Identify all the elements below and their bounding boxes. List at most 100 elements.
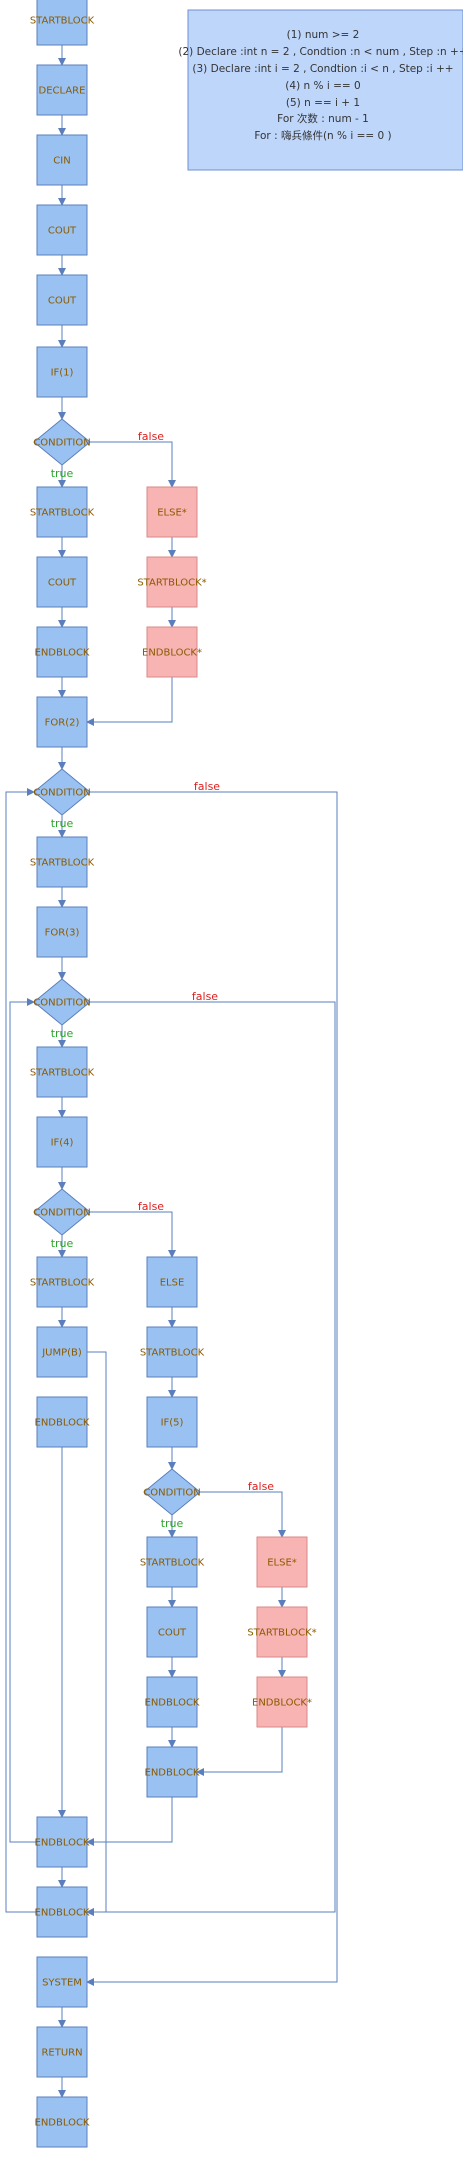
node-label: CONDITION [33, 998, 90, 1009]
flow-edge [90, 441, 176, 488]
false-branch-label: false [194, 780, 220, 793]
node-label: STARTBLOCK* [137, 578, 206, 589]
block-node-error [146, 486, 198, 538]
flow-edge [5, 788, 37, 1913]
info-line: (1) num >= 2 [287, 29, 360, 41]
node-label: STARTBLOCK [140, 1348, 205, 1359]
node-label: STARTBLOCK [140, 1558, 205, 1569]
edge-labels: false true false true false true false true fals… [51, 430, 275, 1530]
node-label: FOR(3) [45, 928, 80, 939]
block-node [146, 1606, 198, 1658]
block-node [36, 2096, 88, 2148]
block-node [36, 204, 88, 256]
flow-edge [86, 677, 173, 726]
info-line: (4) n % i == 0 [285, 80, 360, 92]
block-node [36, 134, 88, 186]
false-branch-label: false [138, 1200, 164, 1213]
block-node [36, 1816, 88, 1868]
true-branch-label: true [161, 1517, 184, 1530]
node-label: CIN [53, 156, 70, 167]
node-label: COUT [48, 578, 77, 589]
condition-node [33, 978, 91, 1026]
node-label: CONDITION [33, 1208, 90, 1219]
true-branch-label: true [51, 1027, 74, 1040]
node-label: IF(1) [51, 368, 74, 379]
node-label: ENDBLOCK* [142, 648, 202, 659]
node-label: IF(4) [51, 1138, 74, 1149]
nodes: STARTBLOCK DECLARE CIN COUT COUT IF(1) CONDITI… [30, 0, 317, 2148]
node-label: ENDBLOCK [35, 2118, 90, 2129]
node-label: STARTBLOCK [30, 1278, 95, 1289]
block-node [146, 1746, 198, 1798]
node-label: ENDBLOCK [35, 648, 90, 659]
node-label: CONDITION [33, 438, 90, 449]
node-label: CONDITION [33, 788, 90, 799]
node-label: STARTBLOCK [30, 16, 95, 27]
node-label: SYSTEM [42, 1978, 82, 1989]
false-branch-label: false [248, 1480, 274, 1493]
flow-edge [200, 1491, 286, 1538]
block-node [36, 2026, 88, 2078]
node-label: STARTBLOCK* [247, 1628, 316, 1639]
flow-edge [86, 1351, 107, 1916]
block-node [36, 1956, 88, 2008]
false-branch-label: false [192, 990, 218, 1003]
block-node-error [146, 556, 198, 608]
block-node [36, 0, 88, 46]
block-node [36, 274, 88, 326]
true-branch-label: true [51, 1237, 74, 1250]
node-label: DECLARE [39, 86, 86, 97]
node-label: JUMP(B) [41, 1348, 82, 1359]
block-node-error [256, 1676, 308, 1728]
block-node-error [256, 1536, 308, 1588]
block-node [146, 1396, 198, 1448]
flow-edge [86, 1797, 173, 1846]
flow-edge [90, 1211, 176, 1258]
condition-node [33, 1188, 91, 1236]
condition-node [143, 1468, 201, 1516]
true-branch-label: true [51, 467, 74, 480]
edges [5, 45, 338, 2098]
flow-edge [196, 1727, 283, 1776]
node-label: ENDBLOCK [35, 1838, 90, 1849]
node-label: STARTBLOCK [30, 1068, 95, 1079]
block-node [146, 1536, 198, 1588]
block-node [146, 1326, 198, 1378]
info-box: (1) num >= 2 (2) Declare :int n = 2 , Co… [178, 9, 463, 171]
node-label: ELSE [160, 1278, 185, 1289]
info-line: For : 嗨兵條件(n % i == 0 ) [254, 129, 391, 142]
block-node [36, 626, 88, 678]
node-label: STARTBLOCK [30, 508, 95, 519]
info-line: (3) Declare :int i = 2 , Condtion :i < n… [192, 63, 453, 75]
false-branch-label: false [138, 430, 164, 443]
condition-node [33, 768, 91, 816]
info-line: For 次数 : num - 1 [277, 112, 369, 125]
block-node [146, 1676, 198, 1728]
node-label: ENDBLOCK [145, 1698, 200, 1709]
block-node [36, 1256, 88, 1308]
block-node [36, 696, 88, 748]
block-node [146, 1256, 198, 1308]
block-node [36, 1116, 88, 1168]
flow-edge [9, 998, 37, 1843]
block-node [36, 64, 88, 116]
block-node [36, 486, 88, 538]
node-label: ENDBLOCK* [252, 1698, 312, 1709]
node-label: ENDBLOCK [35, 1418, 90, 1429]
flow-edge [86, 1001, 336, 1916]
node-label: RETURN [41, 2048, 82, 2059]
block-node [36, 836, 88, 888]
info-line: (5) n == i + 1 [286, 97, 360, 109]
block-node-error [146, 626, 198, 678]
node-label: STARTBLOCK [30, 858, 95, 869]
node-label: ENDBLOCK [145, 1768, 200, 1779]
block-node [36, 1326, 88, 1378]
node-label: ELSE* [267, 1558, 297, 1569]
block-node [36, 1886, 88, 1938]
condition-node [33, 418, 91, 466]
block-node-error [256, 1606, 308, 1658]
node-label: IF(5) [161, 1418, 184, 1429]
node-label: CONDITION [143, 1488, 200, 1499]
node-label: COUT [48, 296, 77, 307]
